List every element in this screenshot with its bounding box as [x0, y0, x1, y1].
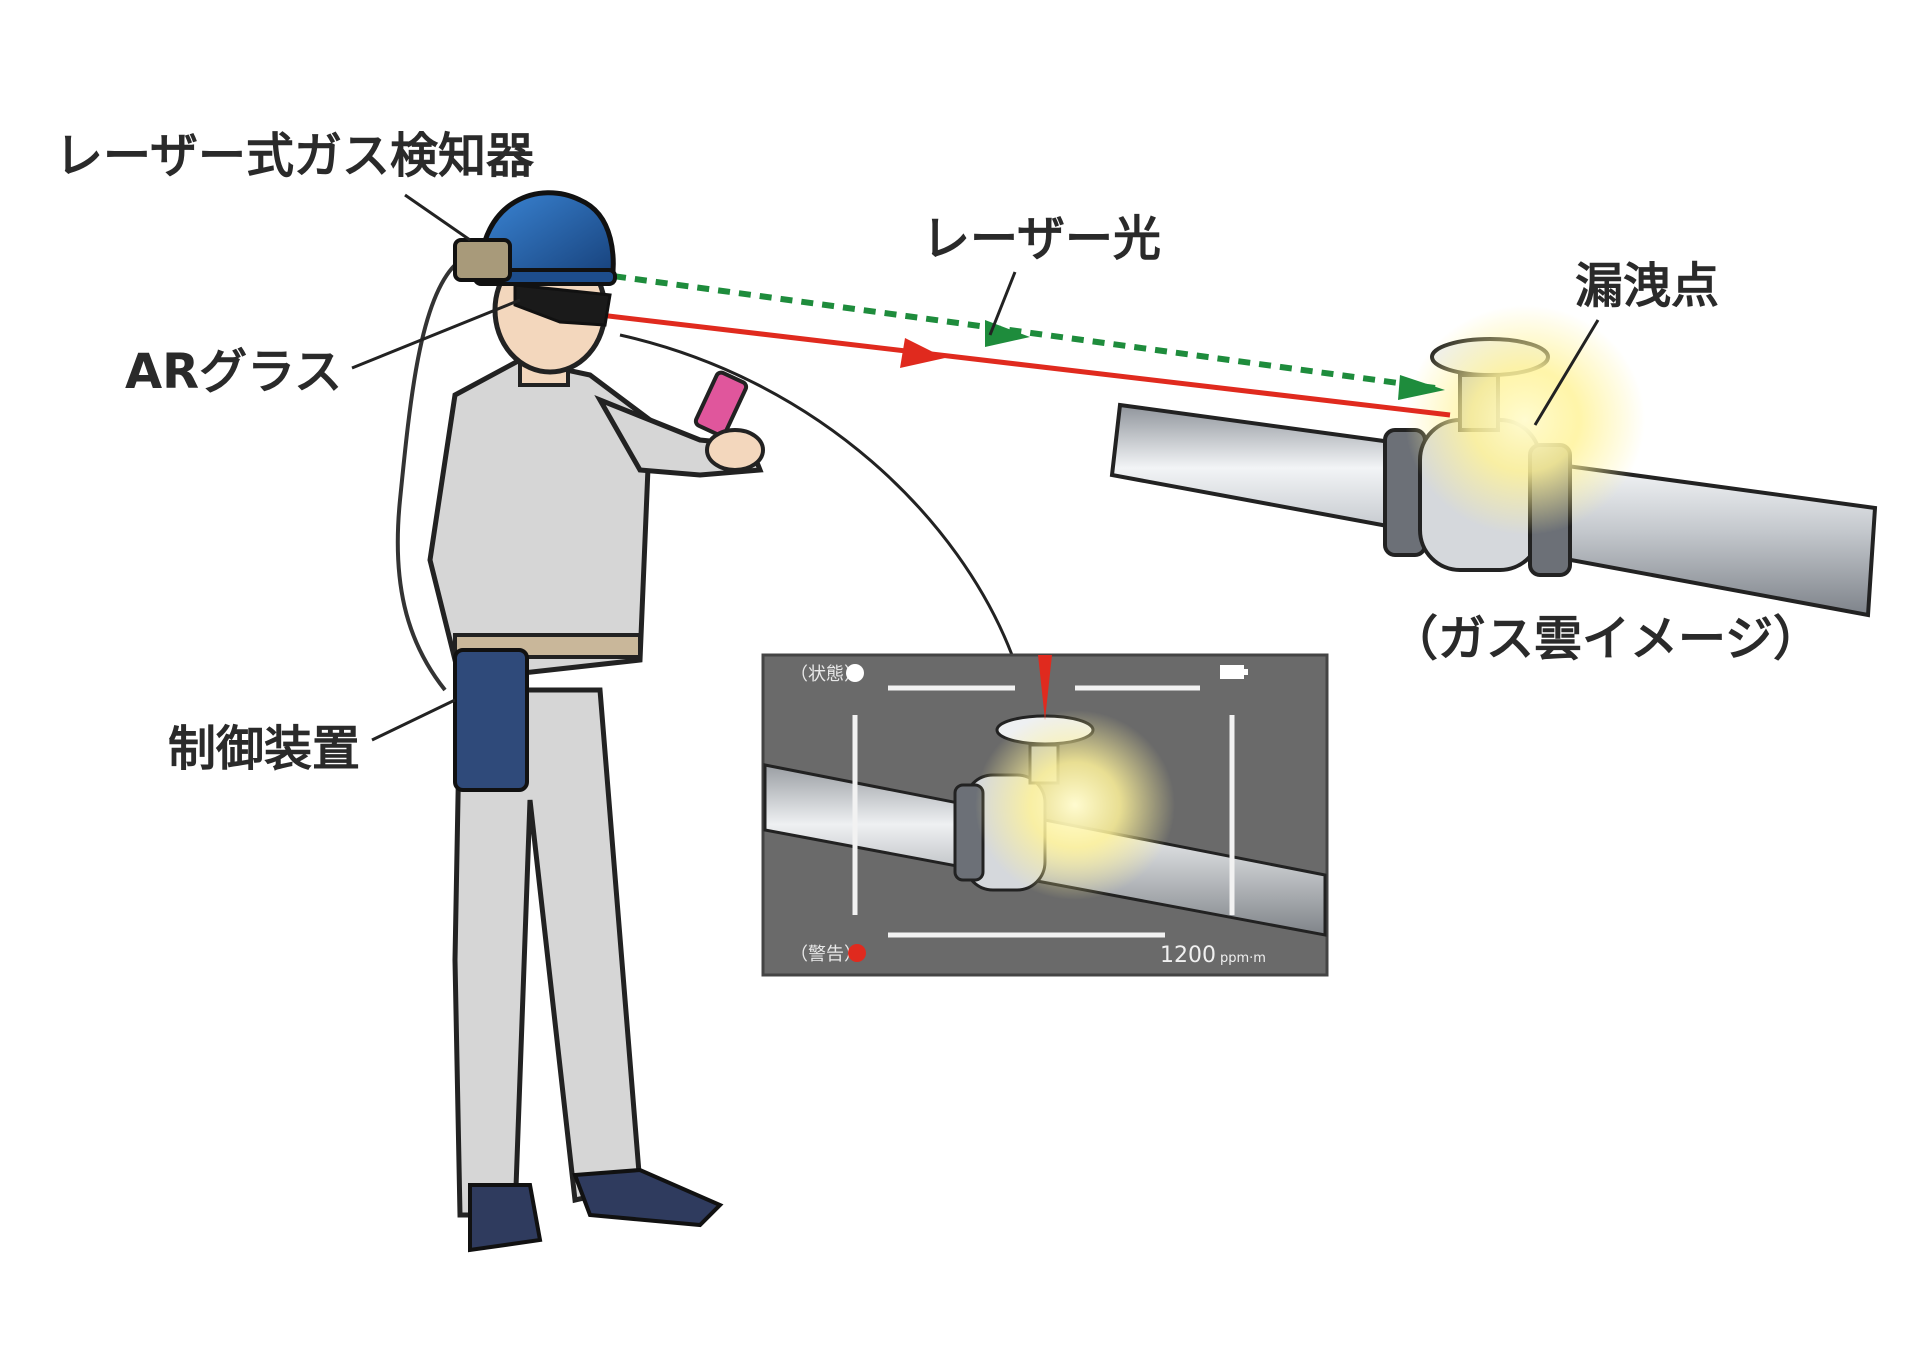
laser-arrow-green — [985, 320, 1030, 347]
worker — [395, 190, 765, 1253]
ar-hud-panel: （状態） （警告） 1200 ppm·m — [761, 653, 1329, 977]
laser-detector-device — [453, 238, 512, 282]
callouts: レーザー式ガス検知器 ARグラス レーザー光 漏洩点 制御装置 （ガス雲イメージ… — [55, 128, 1821, 777]
laser-arrow-red — [900, 338, 945, 368]
gas-cloud — [1405, 305, 1645, 535]
control-unit-device — [453, 648, 529, 792]
label-control-unit: 制御装置 — [168, 721, 360, 777]
worker-shoe-right — [572, 1167, 724, 1228]
hud-warning-label: （警告） — [790, 944, 862, 965]
label-laser-light: レーザー光 — [922, 211, 1161, 267]
worker-shoe-left — [468, 1183, 543, 1253]
label-leak-point: 漏洩点 — [1575, 258, 1719, 314]
leader-laser-light — [988, 271, 1017, 336]
hud-status-dot — [846, 664, 864, 682]
hud-concentration-unit: ppm·m — [1220, 951, 1266, 966]
detector-cable — [395, 263, 457, 692]
leader-laser-detector — [404, 193, 471, 242]
hud-gas-cloud — [975, 710, 1175, 900]
leader-leak-point — [1533, 319, 1600, 426]
laser-beam-red — [599, 312, 1451, 418]
label-gas-cloud-image: （ガス雲イメージ） — [1390, 611, 1821, 667]
hud-status-label: （状態） — [790, 664, 862, 685]
leader-ar-glasses — [351, 298, 521, 370]
battery-icon — [1220, 665, 1248, 679]
smartphone — [693, 370, 749, 438]
laser-arrow-green-end — [1398, 375, 1445, 400]
worker-hand — [705, 428, 765, 472]
hud-connector-curve — [619, 333, 1014, 656]
helmet — [477, 190, 616, 285]
leader-control-unit — [371, 698, 456, 742]
label-laser-detector: レーザー式ガス検知器 — [55, 128, 535, 184]
label-ar-glasses: ARグラス — [125, 344, 342, 400]
pipeline — [1109, 305, 1878, 618]
laser-beam-green — [509, 259, 1436, 391]
worker-legs — [452, 687, 643, 1218]
hud-laser-marker — [1038, 655, 1052, 720]
hud-concentration-value: 1200 — [1160, 943, 1216, 968]
hud-warning-dot — [848, 944, 866, 962]
laser-beams — [509, 259, 1451, 418]
